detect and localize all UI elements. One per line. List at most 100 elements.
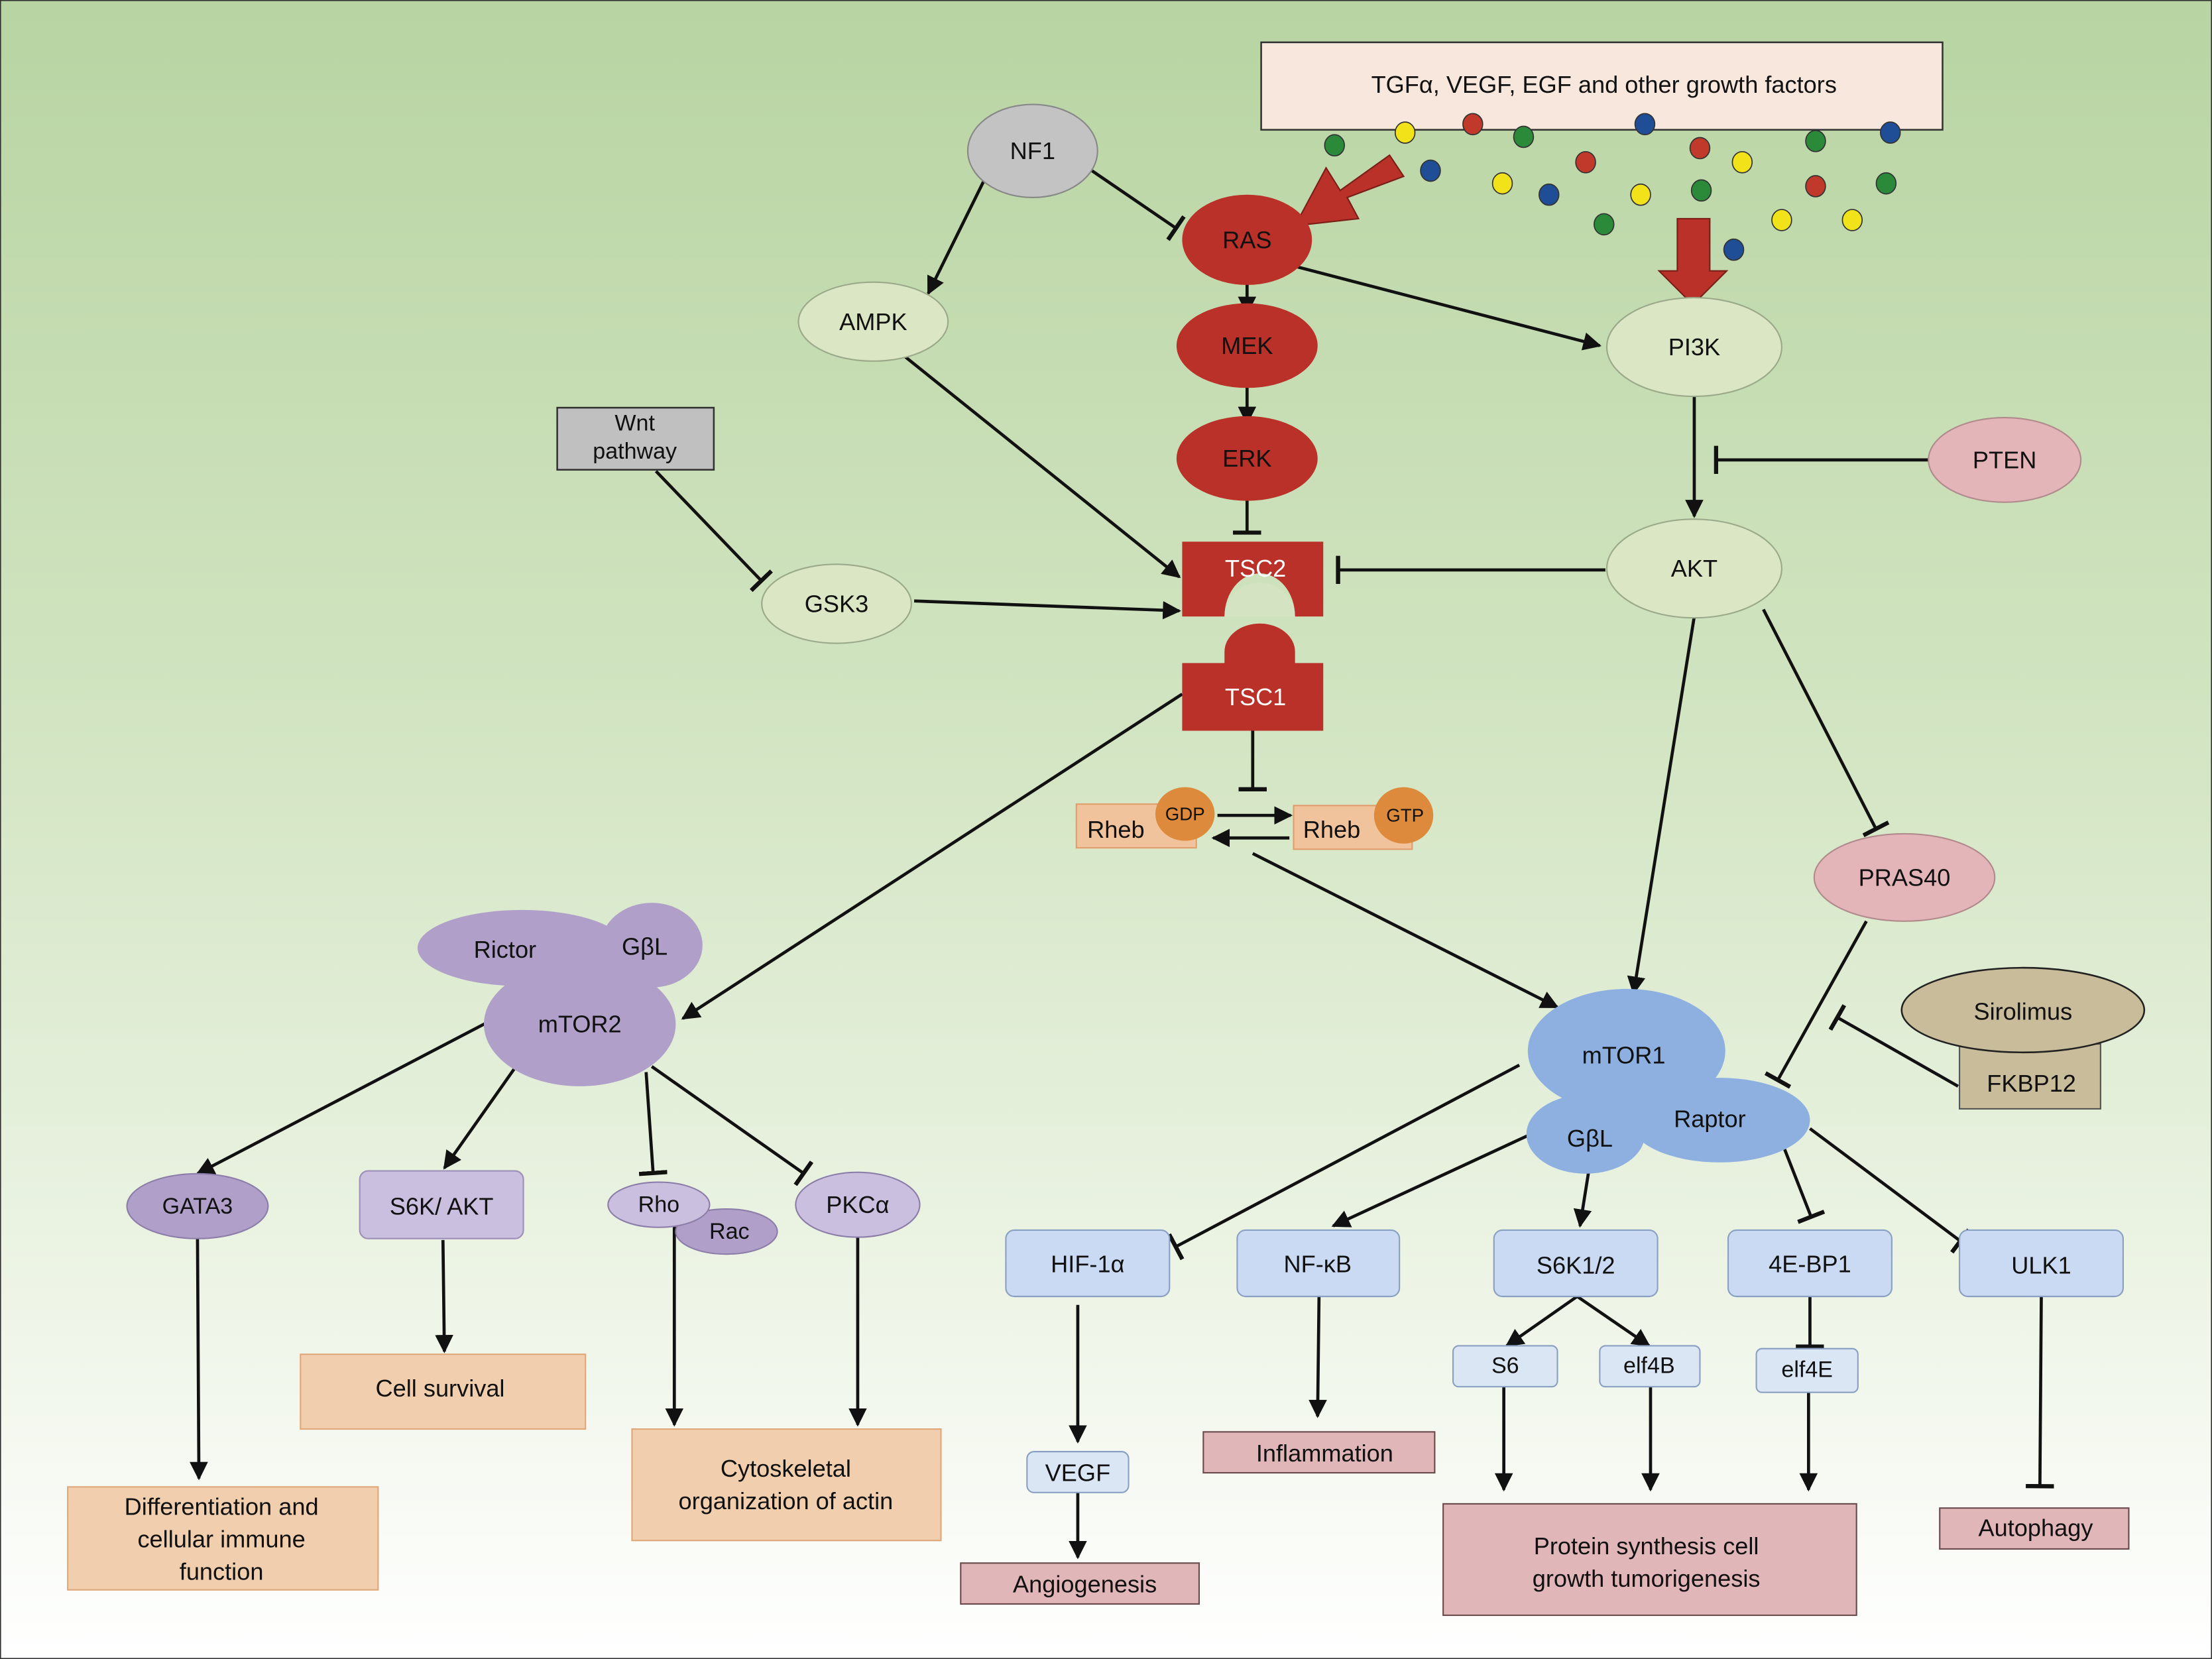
- node-wnt-pathway[interactable]: Wnt pathway: [556, 406, 715, 471]
- node-elf4e[interactable]: elf4E: [1755, 1347, 1859, 1393]
- node-ampk[interactable]: AMPK: [797, 281, 949, 362]
- node-rheb-gtp-protein: Rheb: [1303, 816, 1360, 843]
- node-pkca[interactable]: PKCα: [795, 1171, 921, 1238]
- node-hif1a[interactable]: HIF-1α: [1005, 1229, 1171, 1298]
- edge-ras-pi3k: [1290, 263, 1602, 351]
- node-rheb-gdp[interactable]: Rheb GDP: [1075, 787, 1215, 849]
- outcome-cytoskeletal[interactable]: Cytoskeletal organization of actin: [631, 1428, 942, 1542]
- outcome-differentiation-line3: function: [180, 1558, 264, 1585]
- outcome-inflammation[interactable]: Inflammation: [1202, 1431, 1436, 1474]
- outcome-protein-synthesis-line2: growth tumorigenesis: [1533, 1565, 1761, 1592]
- edge-mtor1-hif1a: [1167, 1063, 1521, 1261]
- node-tsc1[interactable]: TSC1: [1182, 623, 1324, 731]
- node-vegf[interactable]: VEGF: [1026, 1451, 1130, 1493]
- node-ampk-label: AMPK: [839, 308, 907, 335]
- node-nfkb[interactable]: NF-κB: [1236, 1229, 1401, 1298]
- growth-factor-dot: [1805, 175, 1826, 198]
- node-s6[interactable]: S6: [1452, 1345, 1558, 1388]
- edge-tsc1-mtor2: [681, 693, 1183, 1020]
- node-rheb-gtp[interactable]: Rheb GTP: [1293, 787, 1434, 850]
- edge-s6k12-s6: [1505, 1295, 1578, 1347]
- edge-nfkb-inflammation: [1309, 1296, 1327, 1418]
- outcome-differentiation-line2: cellular immune: [137, 1526, 305, 1553]
- node-mtor1-complex[interactable]: mTOR1 Raptor GβL: [1526, 989, 1810, 1174]
- edge-gsk3-tsc2: [913, 599, 1181, 620]
- node-pkca-label: PKCα: [826, 1191, 889, 1218]
- node-s6k-akt[interactable]: S6K/ AKT: [359, 1170, 524, 1239]
- node-nfkb-label: NF-κB: [1283, 1251, 1351, 1278]
- node-gsk3[interactable]: GSK3: [761, 563, 912, 644]
- growth-factor-dots: [1324, 113, 1901, 261]
- edge-rheb-mtor1: [1252, 852, 1559, 1009]
- node-s6k-akt-label: S6K/ AKT: [390, 1192, 494, 1220]
- node-pten[interactable]: PTEN: [1928, 416, 2082, 503]
- node-tsc1-label: TSC1: [1225, 683, 1286, 711]
- node-sirolimus[interactable]: Sirolimus: [1900, 966, 2146, 1054]
- outcome-cell-survival[interactable]: Cell survival: [300, 1353, 587, 1430]
- node-pten-label: PTEN: [1973, 446, 2036, 473]
- node-tsc2[interactable]: TSC2: [1182, 542, 1324, 617]
- node-s6k12[interactable]: S6K1/2: [1493, 1229, 1659, 1298]
- node-mtor1-core-label: mTOR1: [1582, 1042, 1666, 1069]
- node-rac[interactable]: Rac: [675, 1208, 778, 1255]
- growth-factor-dot: [1513, 125, 1535, 148]
- node-4ebp1[interactable]: 4E-BP1: [1727, 1229, 1892, 1298]
- node-mek[interactable]: MEK: [1176, 303, 1318, 388]
- outcome-autophagy[interactable]: Autophagy: [1939, 1507, 2130, 1550]
- node-nf1-label: NF1: [1010, 137, 1055, 164]
- edge-mtor1-4ebp1: [1781, 1145, 1826, 1224]
- edge-mtor1-ulk1: [1809, 1127, 1971, 1254]
- node-rheb-gdp-protein: Rheb: [1087, 816, 1144, 843]
- node-akt[interactable]: AKT: [1605, 518, 1782, 619]
- node-pi3k-label: PI3K: [1668, 333, 1720, 361]
- node-tsc2-label: TSC2: [1225, 555, 1286, 582]
- outcome-inflammation-label: Inflammation: [1256, 1440, 1393, 1467]
- outcome-angiogenesis[interactable]: Angiogenesis: [960, 1562, 1200, 1605]
- outcome-angiogenesis-label: Angiogenesis: [1013, 1571, 1157, 1598]
- edge-akt-mtor1: [1627, 616, 1696, 996]
- edge-fkbp12-mtor1: [1828, 1004, 1959, 1088]
- node-ras[interactable]: RAS: [1182, 194, 1312, 285]
- node-rheb-gtp-nucleotide: GTP: [1386, 805, 1424, 826]
- growth-factor-dot: [1491, 172, 1513, 195]
- edge-mtor1-nfkb: [1331, 1134, 1529, 1228]
- node-rho[interactable]: Rho: [607, 1181, 711, 1228]
- node-rho-label: Rho: [638, 1192, 679, 1218]
- node-gata3[interactable]: GATA3: [126, 1173, 269, 1239]
- growth-factor-dot: [1690, 179, 1712, 202]
- edges: [190, 169, 2054, 1560]
- growth-factor-dot: [1630, 183, 1651, 206]
- outcome-protein-synthesis[interactable]: Protein synthesis cell growth tumorigene…: [1442, 1503, 1857, 1617]
- growth-factor-dot: [1575, 150, 1596, 174]
- node-mtor2-complex[interactable]: Rictor GβL mTOR2: [417, 903, 703, 1086]
- node-pi3k[interactable]: PI3K: [1605, 297, 1782, 398]
- node-nf1[interactable]: NF1: [966, 103, 1098, 199]
- node-erk[interactable]: ERK: [1176, 416, 1318, 501]
- growth-factor-dot: [1594, 213, 1615, 236]
- growth-factor-dot: [1634, 113, 1656, 136]
- outcome-cytoskeletal-line1: Cytoskeletal: [721, 1455, 851, 1482]
- growth-factor-dot: [1394, 121, 1416, 144]
- growth-factor-dot: [1805, 130, 1826, 152]
- edge-nf1-ampk: [927, 178, 986, 296]
- node-fkbp12[interactable]: FKBP12: [1958, 1043, 2101, 1110]
- edge-s6k12-elf4b: [1576, 1295, 1651, 1347]
- outcome-cell-survival-label: Cell survival: [376, 1375, 505, 1402]
- node-pras40[interactable]: PRAS40: [1813, 832, 1996, 922]
- outcome-differentiation-line1: Differentiation and: [125, 1493, 319, 1520]
- node-mek-label: MEK: [1221, 332, 1273, 359]
- growth-factor-dot: [1875, 172, 1897, 195]
- node-ulk1-label: ULK1: [2011, 1252, 2071, 1279]
- node-elf4b[interactable]: elf4B: [1599, 1345, 1701, 1388]
- node-rheb-gdp-nucleotide: GDP: [1165, 804, 1205, 825]
- edge-s6kakt-survival: [435, 1239, 453, 1353]
- outcome-differentiation[interactable]: Differentiation and cellular immune func…: [67, 1486, 379, 1591]
- node-4ebp1-label: 4E-BP1: [1769, 1251, 1851, 1278]
- outcome-protein-synthesis-line1: Protein synthesis cell: [1534, 1532, 1759, 1560]
- edge-ampk-tsc2: [899, 351, 1181, 579]
- node-rac-label: Rac: [709, 1219, 750, 1244]
- node-wnt-label-line1: Wnt: [614, 411, 655, 436]
- node-elf4e-label: elf4E: [1781, 1357, 1833, 1383]
- node-akt-label: AKT: [1671, 555, 1717, 582]
- node-ulk1[interactable]: ULK1: [1958, 1229, 2124, 1298]
